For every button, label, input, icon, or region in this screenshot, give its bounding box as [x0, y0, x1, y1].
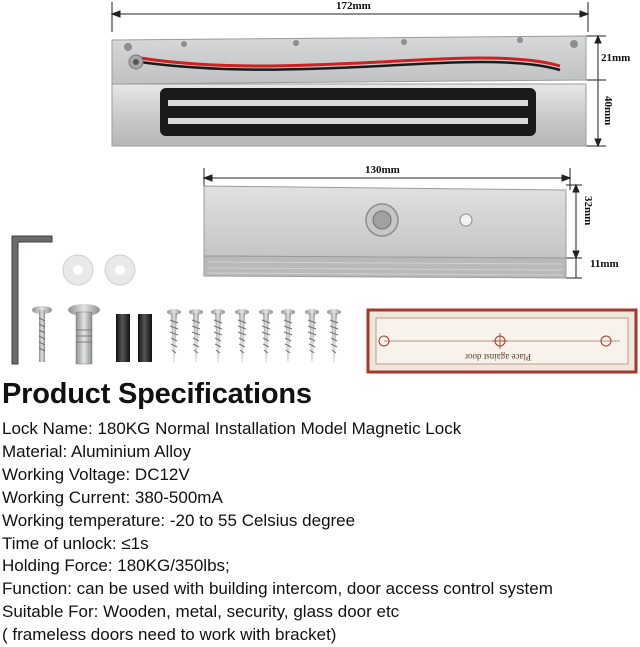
dim-plate-height: 32mm — [582, 196, 594, 226]
spec-material: Material: Aluminium Alloy — [2, 441, 191, 461]
magnet-face — [160, 88, 536, 136]
spec-working-temperature: Working temperature: -20 to 55 Celsius d… — [2, 510, 356, 530]
machine-screw — [32, 306, 52, 362]
specifications-list: Lock Name: 180KG Normal Installation Mod… — [2, 418, 638, 647]
spec-working-voltage: Working Voltage: DC12V — [2, 464, 190, 484]
spec-unlock-time: Time of unlock: ≤1s — [2, 533, 149, 553]
washers — [62, 254, 136, 286]
magnetic-lock-body — [111, 35, 587, 147]
specifications-title: Product Specifications — [2, 378, 312, 410]
spec-holding-force: Holding Force: 180KG/350lbs; — [2, 556, 230, 576]
spec-note: ( frameless doors need to work with brac… — [2, 625, 337, 645]
dim-plate-length: 130mm — [365, 164, 400, 176]
product-figure: Place against door 172mm 21mm 40mm 130mm… — [11, 0, 638, 374]
dim-plate-depth: 11mm — [590, 258, 619, 270]
spec-working-current: Working Current: 380-500mA — [2, 487, 223, 507]
armature-plate — [203, 185, 567, 279]
lock-dimension-lines — [110, 2, 606, 148]
black-wire — [139, 60, 561, 72]
template-label: Place against door — [465, 352, 531, 362]
red-wire — [139, 56, 561, 68]
spec-function: Function: can be used with building inte… — [2, 579, 553, 599]
spec-suitable-for: Suitable For: Wooden, metal, security, g… — [2, 602, 400, 622]
installation-template: Place against door — [366, 308, 638, 374]
product-illustration: Place against door — [11, 2, 638, 374]
spec-lock-name: Lock Name: 180KG Normal Installation Mod… — [2, 419, 462, 438]
dim-lock-depth: 40mm — [602, 96, 614, 126]
sex-bolt — [68, 304, 100, 365]
hex-key — [11, 235, 53, 365]
wood-screws — [167, 309, 341, 362]
dim-lock-length: 172mm — [336, 0, 371, 12]
dim-lock-height: 21mm — [601, 52, 631, 64]
rubber-sleeves — [116, 314, 152, 362]
